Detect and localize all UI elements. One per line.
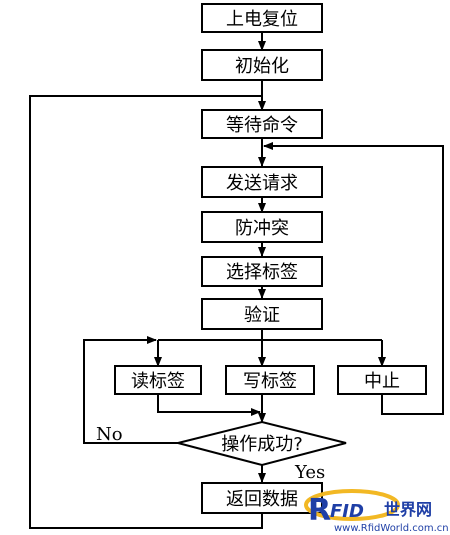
watermark-brand-r: R [308, 493, 331, 528]
node-wait-cmd-label: 等待命令 [226, 115, 298, 136]
node-select-tag: 选择标签 [201, 256, 323, 287]
node-abort: 中止 [337, 365, 427, 395]
node-send-request-label: 发送请求 [226, 173, 298, 194]
node-init-label: 初始化 [235, 56, 289, 77]
watermark-url: www.RfidWorld.com.cn [334, 523, 449, 534]
watermark-logo: R FID 世界网 www.RfidWorld.com.cn [304, 489, 449, 534]
node-op-success-label: 操作成功? [221, 434, 303, 455]
edge-abort-loop-to-wait-cmd [263, 142, 444, 415]
node-anti-collision-label: 防冲突 [235, 218, 289, 239]
node-return-data-label: 返回数据 [226, 489, 298, 510]
node-send-request: 发送请求 [201, 166, 323, 198]
edge-label-no: No [96, 424, 123, 445]
node-return-data: 返回数据 [201, 482, 323, 514]
node-read-tag-label: 读标签 [131, 371, 185, 392]
node-abort-label: 中止 [364, 371, 400, 392]
watermark-brand-fid: FID [330, 501, 364, 522]
node-power-reset-label: 上电复位 [226, 9, 298, 30]
edge-no-loop [83, 336, 178, 444]
node-anti-collision: 防冲突 [201, 211, 323, 243]
node-read-tag: 读标签 [114, 365, 202, 395]
edge-return-loop-to-wait-cmd [29, 95, 263, 529]
node-select-tag-label: 选择标签 [226, 262, 298, 283]
node-op-success-decision: 操作成功? [177, 420, 347, 467]
node-wait-cmd: 等待命令 [201, 109, 323, 139]
node-write-tag-label: 写标签 [243, 371, 297, 392]
watermark-swoosh [304, 489, 400, 521]
edges [29, 32, 444, 529]
node-init: 初始化 [201, 49, 323, 81]
watermark-brand-cn: 世界网 [384, 500, 432, 519]
node-verify-label: 验证 [244, 305, 280, 326]
edge-read-tag-to-decision [157, 394, 261, 416]
node-power-reset: 上电复位 [201, 3, 323, 33]
node-verify: 验证 [201, 298, 323, 330]
edge-label-yes: Yes [294, 462, 325, 483]
node-write-tag: 写标签 [225, 365, 315, 395]
